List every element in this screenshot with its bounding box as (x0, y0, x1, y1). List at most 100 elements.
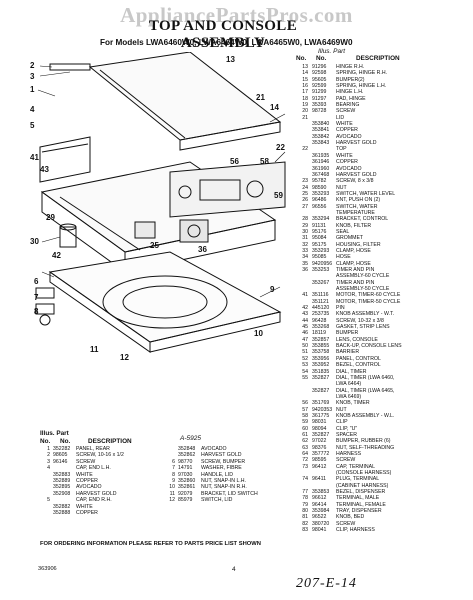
bottom-mid-part-no: 14791 (178, 465, 193, 472)
part-row: ASSEMBLY-60 CYCLE (296, 273, 468, 279)
part-description: SCREW (336, 108, 356, 115)
callout-3: 3 (30, 72, 35, 81)
part-illus-no: 33 (302, 247, 308, 254)
base-tub (48, 251, 282, 353)
part-description: BRACKET, CONTROL (336, 216, 389, 223)
part-description: BEZEL, CONTROL (336, 362, 381, 369)
callout-55: 56 (230, 157, 239, 166)
part-illus-no: 51 (302, 349, 308, 356)
part-part-no: 98031 (312, 419, 327, 426)
bottom-mid-description: AVOCADO (201, 446, 227, 452)
part-illus-no: 59 (302, 419, 308, 426)
part-part-no: 353758 (312, 349, 330, 356)
part-description: SCREW (336, 520, 356, 527)
part-part-no: 95605 (312, 76, 327, 83)
part-part-no: 351769 (312, 400, 330, 407)
part-description: CLIP, "U" (336, 425, 358, 432)
part-part-no: 353267 (312, 279, 330, 286)
part-illus-no: 18 (302, 95, 308, 102)
part-part-no: 353956 (312, 355, 330, 362)
part-part-no: 92599 (312, 83, 327, 90)
part-illus-no: 25 (302, 190, 308, 197)
callout-5: 5 (30, 121, 35, 130)
part-description: DIAL, TIMER (LWA 6465, (336, 387, 395, 394)
parts-illus-label: Illus. Part (318, 48, 346, 55)
part-part-no: 351116 (312, 292, 329, 299)
part-description: CLAMP, HOSE (336, 247, 371, 254)
part-illus-no: 35 (302, 260, 308, 267)
callout-58: 59 (274, 191, 283, 200)
callout-21: 21 (256, 93, 265, 102)
bottom-left-description: SCREW, 10-16 x 1/2 (76, 452, 124, 459)
part-row: TEMPERATURE (296, 210, 468, 216)
document-code: 363906 (38, 566, 57, 572)
part-part-no: 92598 (312, 70, 327, 77)
part-illus-no: 73 (302, 463, 308, 470)
callout-4: 4 (30, 105, 35, 114)
part-illus-no: 81 (302, 514, 308, 521)
bottom-left-illus-no: 5 (47, 497, 50, 504)
part-part-no: 96556 (312, 203, 327, 210)
part-illus-no: 61 (302, 431, 308, 438)
bottom-mid-illus-no: 8 (172, 471, 175, 478)
part-part-no: 95782 (312, 178, 327, 185)
part-part-no: 96486 (312, 197, 327, 204)
part-part-no: 96414 (312, 501, 327, 508)
bottom-left-description: SCREW (76, 458, 96, 465)
bottom-left-part-no: 352889 (53, 477, 71, 484)
part-description: AVOCADO (336, 165, 362, 172)
part-part-no: 353293 (312, 247, 330, 254)
part-part-no: 91131 (312, 222, 327, 229)
figure-label: A-5925 (180, 435, 201, 442)
part-part-no: 361935 (312, 152, 330, 159)
callout-43: 43 (40, 165, 49, 174)
part-description: LENS, CONSOLE (336, 336, 378, 343)
part-illus-no: 36 (302, 267, 308, 273)
part-part-no: 91297 (312, 95, 327, 102)
callout-leaders (37, 65, 286, 298)
part-illus-no: 20 (302, 108, 308, 115)
part-description: MOTOR, TIMER-60 CYCLE (336, 292, 401, 299)
part-row: (CABINET HARNESS) (296, 483, 468, 489)
part-description: SWITCH, WATER (336, 203, 378, 210)
part-part-no: 445120 (312, 305, 330, 312)
part-illus-no: 57 (302, 406, 308, 413)
part-part-no: 98728 (312, 108, 327, 115)
bottom-mid-description: HANDLE, LID (201, 471, 233, 478)
bottom-left-description: COPPER (76, 477, 98, 484)
part-part-no: 95085 (312, 254, 327, 261)
part-illus-no: 83 (302, 527, 308, 534)
callout-8: 8 (34, 307, 39, 316)
part-description: COPPER (336, 127, 358, 134)
part-description: SPRING, HINGE L.H. (336, 83, 387, 90)
part-part-no: 91296 (312, 64, 327, 70)
part-illus-no: 23 (302, 178, 308, 185)
part-row: ASSEMBLY-50 CYCLE (296, 286, 468, 292)
part-description: CLIP (336, 419, 348, 426)
bottom-mid-illus-no: 9 (172, 477, 175, 484)
